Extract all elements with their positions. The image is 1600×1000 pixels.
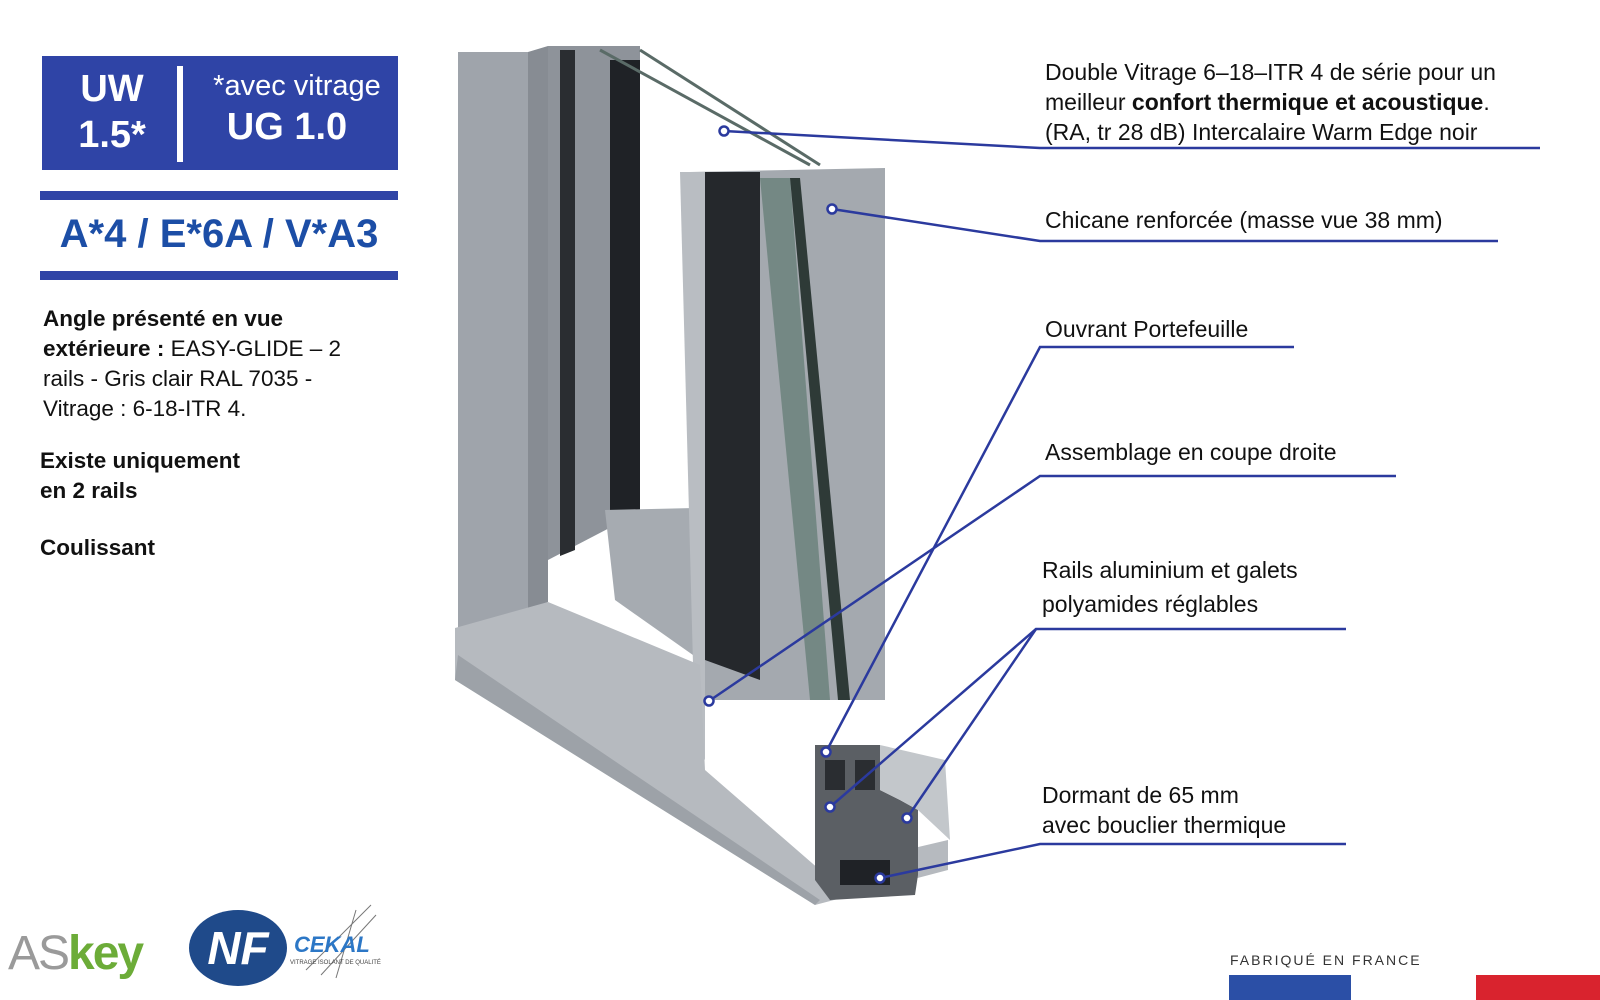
frame-sill bbox=[455, 602, 948, 905]
nf-logo-text: NF bbox=[207, 922, 270, 974]
front-sash-edge bbox=[680, 172, 705, 760]
description: Angle présenté en vue extérieure : EASY-… bbox=[43, 304, 383, 424]
cekal-stroke-1 bbox=[305, 904, 372, 971]
dot-sash bbox=[820, 746, 832, 758]
callout-rails-line2: polyamides réglables bbox=[1042, 591, 1259, 617]
callout-frame: Dormant de 65 mm avec bouclier thermique bbox=[1042, 780, 1286, 840]
leader-assembly bbox=[708, 474, 1396, 703]
availability-line2: en 2 rails bbox=[40, 478, 138, 503]
back-sash-glass-edge bbox=[610, 60, 640, 520]
ug-value: UG 1.0 bbox=[226, 106, 348, 148]
cekal-text: CEKAL bbox=[294, 932, 370, 957]
glass-top-line-2 bbox=[639, 48, 821, 167]
nf-logo: NF bbox=[189, 910, 287, 986]
callout-glazing-line2-bold: confort thermique et acoustique bbox=[1131, 89, 1484, 115]
glass-pane bbox=[760, 178, 830, 700]
uw-label: UW bbox=[80, 68, 144, 110]
leader-rails-2 bbox=[905, 628, 1038, 819]
nf-logo-ellipse bbox=[189, 910, 287, 986]
callout-glazing-line2: meilleur confort thermique et acoustique… bbox=[1045, 87, 1496, 117]
performance-rating: A*4 / E*6A / V*A3 bbox=[59, 212, 379, 256]
callout-frame-line1: Dormant de 65 mm bbox=[1042, 782, 1239, 808]
thermal-break-2 bbox=[855, 760, 875, 790]
made-in-france: FABRIQUÉ EN FRANCE bbox=[1230, 952, 1422, 968]
availability-line1: Existe uniquement bbox=[40, 448, 241, 473]
cekal-stroke-2 bbox=[320, 914, 377, 976]
flag-blue-band bbox=[1229, 975, 1351, 1000]
leader-frame bbox=[879, 842, 1346, 880]
glass-top-line-1 bbox=[599, 48, 811, 167]
dot-frame bbox=[874, 872, 886, 884]
leader-sash bbox=[824, 345, 1294, 753]
callout-assembly: Assemblage en coupe droite bbox=[1045, 439, 1337, 465]
frame-sill-edge bbox=[455, 655, 820, 905]
callout-glazing: Double Vitrage 6–18–ITR 4 de série pour … bbox=[1045, 57, 1496, 147]
glass-edge bbox=[790, 178, 850, 700]
callout-chicane: Chicane renforcée (masse vue 38 mm) bbox=[1045, 207, 1443, 233]
dot-chicane bbox=[826, 203, 838, 215]
dot-glazing bbox=[718, 125, 730, 137]
frame-cover bbox=[880, 745, 950, 840]
leader-lines bbox=[708, 129, 1540, 880]
callout-rails-line1: Rails aluminium et galets bbox=[1042, 557, 1298, 583]
cekal-logo: CEKAL VITRAGE ISOLANT DE QUALITÉ bbox=[290, 904, 381, 979]
leader-dots bbox=[703, 125, 913, 884]
callout-sash: Ouvrant Portefeuille bbox=[1045, 316, 1249, 342]
askey-logo-key: key bbox=[68, 927, 144, 980]
rule-top bbox=[40, 191, 398, 200]
dot-rails-1 bbox=[824, 801, 836, 813]
callout-frame-line2: avec bouclier thermique bbox=[1042, 812, 1287, 838]
askey-logo-as: AS bbox=[8, 927, 70, 980]
askey-logo: ASkey bbox=[8, 926, 144, 981]
callout-glazing-line2-suffix: . bbox=[1483, 89, 1490, 115]
rule-bottom bbox=[40, 271, 398, 280]
cekal-stroke-3 bbox=[335, 909, 357, 979]
availability-note: Existe uniquement en 2 rails bbox=[40, 446, 280, 506]
leader-chicane bbox=[831, 207, 1498, 243]
thermal-break-1 bbox=[825, 760, 845, 790]
ug-value-block: *avec vitrage UG 1.0 bbox=[197, 68, 397, 150]
badge-divider bbox=[177, 66, 183, 162]
flag-red-band bbox=[1476, 975, 1600, 1000]
callout-glazing-line1: Double Vitrage 6–18–ITR 4 de série pour … bbox=[1045, 59, 1496, 85]
frame-post bbox=[458, 52, 528, 630]
callout-glazing-line2-prefix: meilleur bbox=[1045, 89, 1132, 115]
callout-glazing-line3: (RA, tr 28 dB) Intercalaire Warm Edge no… bbox=[1045, 119, 1478, 145]
leader-glazing bbox=[723, 129, 1540, 150]
dot-assembly bbox=[703, 695, 715, 707]
back-sash-seal bbox=[560, 50, 575, 556]
uw-value: 1.5* bbox=[78, 114, 146, 156]
uw-badge: UW 1.5* *avec vitrage UG 1.0 bbox=[42, 56, 398, 170]
dot-rails-2 bbox=[901, 812, 913, 824]
frame-post-side bbox=[528, 46, 548, 610]
description-text: EASY-GLIDE – 2 rails - Gris clair RAL 70… bbox=[43, 336, 342, 421]
description-bold: Angle présenté en vue extérieure : bbox=[43, 306, 284, 361]
front-sash-seal bbox=[705, 172, 760, 680]
back-sash-bottom bbox=[605, 508, 700, 660]
callout-rails: Rails aluminium et galets polyamides rég… bbox=[1042, 553, 1298, 621]
uw-value-block: UW 1.5* bbox=[42, 66, 182, 158]
glazing-note: *avec vitrage bbox=[213, 70, 381, 102]
category-label: Coulissant bbox=[40, 535, 156, 560]
cekal-subtext: VITRAGE ISOLANT DE QUALITÉ bbox=[290, 959, 381, 966]
